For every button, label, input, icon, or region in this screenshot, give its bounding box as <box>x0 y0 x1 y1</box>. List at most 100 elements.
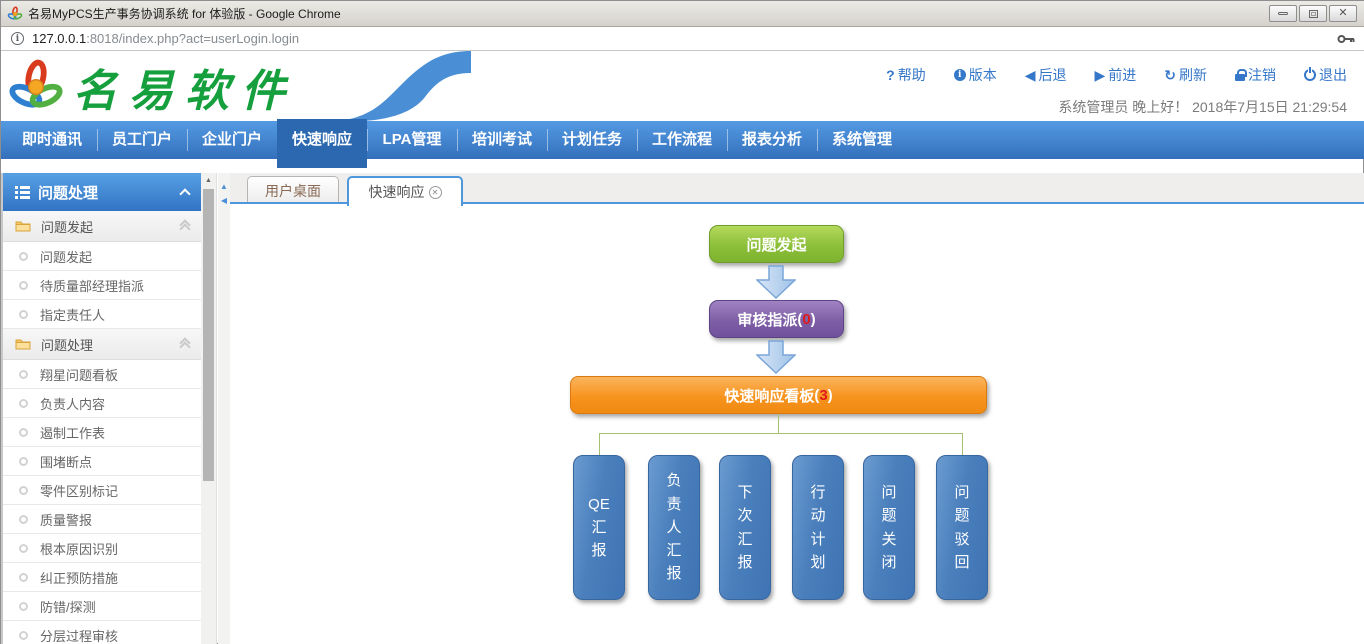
flow-node-label: 快速响应看板 <box>724 387 815 405</box>
flow-node-problem-initiation[interactable]: 问题发起 <box>709 225 844 263</box>
flow-node-review-assignment[interactable]: 审核指派(0) <box>709 300 844 338</box>
sidebar-item-label: 围堵断点 <box>40 454 93 470</box>
tab-label: 快速响应 <box>368 184 425 200</box>
window-titlebar: 名易MyPCS生产事务协调系统 for 体验版 - Google Chrome … <box>1 1 1364 27</box>
flow-leaf-problem-closed[interactable]: 问 题 关 闭 <box>863 455 915 600</box>
sidebar-item-label: 分层过程审核 <box>40 628 119 644</box>
sidebar-item-containment-worksheet[interactable]: 遏制工作表 <box>3 418 201 447</box>
chevron-up-icon <box>179 188 191 200</box>
nav-item-training-exam[interactable]: 培训考试 <box>457 121 547 159</box>
nav-item-system-management[interactable]: 系统管理 <box>817 121 907 159</box>
question-icon: ? <box>886 67 895 83</box>
close-icon: ✕ <box>1338 7 1348 19</box>
forward-link[interactable]: ▶前进 <box>1094 65 1136 85</box>
user-greeting: 系统管理员 晚上好！ 2018年7月15日 21:29:54 <box>1058 99 1347 115</box>
back-link[interactable]: ◀后退 <box>1025 65 1067 85</box>
url-text[interactable]: 127.0.0.1:8018/index.php?act=userLogin.l… <box>32 31 299 46</box>
collapse-up-icon[interactable]: ▲ <box>220 182 228 191</box>
scrollbar-up-arrow[interactable]: ▲ <box>205 176 212 184</box>
version-label: 版本 <box>968 67 997 83</box>
sidebar-scrollbar[interactable]: ▲ <box>201 173 217 644</box>
nav-item-lpa-management[interactable]: LPA管理 <box>367 121 457 159</box>
nav-item-instant-messaging[interactable]: 即时通讯 <box>21 131 82 148</box>
collapse-left-icon[interactable]: ◀ <box>220 196 228 205</box>
nav-item-enterprise-portal[interactable]: 企业门户 <box>187 121 277 159</box>
sidebar-item-containment-breakpoint[interactable]: 围堵断点 <box>3 447 201 476</box>
radio-icon <box>19 572 28 582</box>
nav-item-employee-portal[interactable]: 员工门户 <box>97 121 187 159</box>
down-arrow-icon <box>756 340 796 374</box>
address-bar[interactable]: i 127.0.0.1:8018/index.php?act=userLogin… <box>1 27 1364 51</box>
window-title: 名易MyPCS生产事务协调系统 for 体验版 - Google Chrome <box>28 7 341 21</box>
sidebar-item-designate-responsible[interactable]: 指定责任人 <box>3 300 201 329</box>
sidebar-item-pending-qm-assignment[interactable]: 待质量部经理指派 <box>3 271 201 300</box>
connector-line <box>599 433 963 434</box>
refresh-label: 刷新 <box>1179 67 1207 83</box>
double-chevron-up-icon <box>181 339 189 349</box>
radio-icon <box>19 543 28 553</box>
connector-line <box>599 433 600 455</box>
flow-node-count: 0 <box>802 310 811 328</box>
sidebar-item-quality-alert[interactable]: 质量警报 <box>3 505 201 534</box>
sidebar-item-label: 防错/探测 <box>40 599 96 615</box>
flow-node-quick-response-board[interactable]: 快速响应看板(3) <box>570 376 987 414</box>
page-info-icon[interactable]: i <box>11 32 24 45</box>
flowchart-canvas: 问题发起 审核指派(0) 快速响应看板(3) <box>230 204 1364 644</box>
nav-item-quick-response[interactable]: 快速响应 <box>277 119 367 168</box>
flow-node-label: 问题发起 <box>746 236 807 254</box>
sidebar-group-problem-handling[interactable]: 问题处理 <box>3 329 201 360</box>
help-label: 帮助 <box>897 67 926 83</box>
tab-quick-response[interactable]: 快速响应 ✕ <box>347 176 463 206</box>
sidebar-group-problem-initiation[interactable]: 问题发起 <box>3 211 201 242</box>
nav-item-report-analysis[interactable]: 报表分析 <box>727 121 817 159</box>
sidebar-item-label: 指定责任人 <box>40 307 106 323</box>
connector-line <box>778 414 779 433</box>
flow-leaf-qe-report[interactable]: QE 汇 报 <box>573 455 625 600</box>
list-icon <box>15 185 30 199</box>
sidebar-item-responsible-content[interactable]: 负责人内容 <box>3 389 201 418</box>
minimize-button[interactable] <box>1269 5 1297 22</box>
refresh-link[interactable]: ↻刷新 <box>1164 65 1207 85</box>
maximize-button[interactable] <box>1299 5 1327 22</box>
paren: ( <box>814 386 820 404</box>
help-link[interactable]: ?帮助 <box>886 65 926 85</box>
sidebar-item-xiangxing-problem-board[interactable]: 翔星问题看板 <box>3 360 201 389</box>
sidebar-header-problem-handling[interactable]: 问题处理 <box>3 173 201 211</box>
password-key-icon[interactable] <box>1337 34 1355 44</box>
logout-label: 注销 <box>1248 67 1276 83</box>
radio-icon <box>19 601 28 611</box>
paren: ( <box>797 310 803 328</box>
sidebar-item-error-proofing-detection[interactable]: 防错/探测 <box>3 592 201 621</box>
forward-label: 前进 <box>1108 67 1137 83</box>
sidebar-item-root-cause-identification[interactable]: 根本原因识别 <box>3 534 201 563</box>
paren: ) <box>827 386 833 404</box>
window-controls: ✕ <box>1269 5 1361 22</box>
nav-item-planned-tasks[interactable]: 计划任务 <box>547 121 637 159</box>
sidebar-item-layered-process-audit[interactable]: 分层过程审核 <box>3 621 201 644</box>
down-arrow-icon <box>756 265 796 299</box>
close-button[interactable]: ✕ <box>1329 5 1357 22</box>
scrollbar-thumb[interactable] <box>203 189 214 481</box>
flow-leaf-problem-rejected[interactable]: 问 题 驳 回 <box>936 455 988 600</box>
tab-strip: 用户桌面 快速响应 ✕ <box>230 173 1364 206</box>
sidebar-item-label: 质量警报 <box>40 512 93 528</box>
panel-splitter[interactable]: ▲ ◀ <box>218 173 230 644</box>
app-logo-icon <box>7 5 23 20</box>
power-icon <box>1304 67 1316 81</box>
tab-user-desktop[interactable]: 用户桌面 <box>247 176 339 204</box>
nav-item-workflow[interactable]: 工作流程 <box>637 121 727 159</box>
flow-leaf-responsible-report[interactable]: 负 责 人 汇 报 <box>648 455 700 600</box>
info-icon: i <box>953 69 966 81</box>
sidebar-item-corrective-preventive-measures[interactable]: 纠正预防措施 <box>3 563 201 592</box>
logout-link[interactable]: 注销 <box>1235 65 1276 85</box>
radio-icon <box>19 427 28 437</box>
exit-link[interactable]: 退出 <box>1304 65 1347 85</box>
flow-leaf-action-plan[interactable]: 行 动 计 划 <box>792 455 844 600</box>
flow-leaf-next-report[interactable]: 下 次 汇 报 <box>719 455 771 600</box>
sidebar-item-problem-initiation[interactable]: 问题发起 <box>3 242 201 271</box>
sidebar-item-part-distinction-mark[interactable]: 零件区别标记 <box>3 476 201 505</box>
tab-close-icon[interactable]: ✕ <box>428 185 442 199</box>
